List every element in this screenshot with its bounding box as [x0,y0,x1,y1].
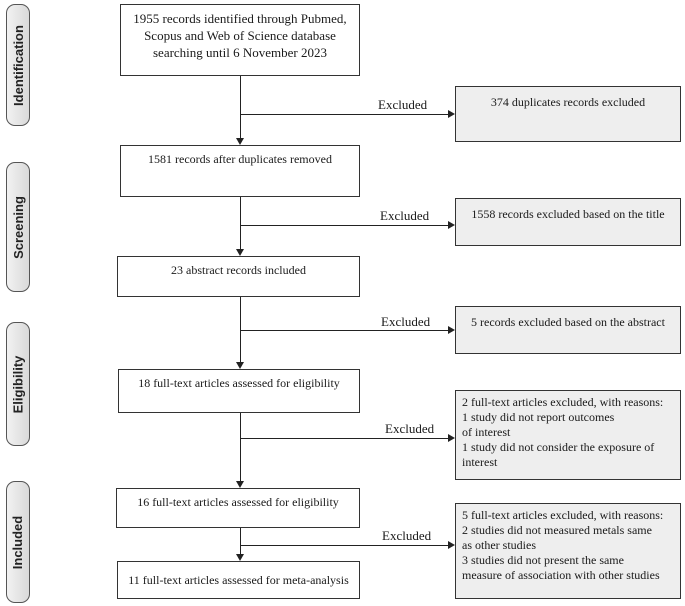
connector-down-3 [240,297,241,362]
connector-right-3 [240,330,448,331]
arrowhead-down-1 [236,138,244,145]
excluded-label-5: Excluded [382,528,432,543]
arrowhead-down-4 [236,481,244,488]
box-excluded-fulltext-2-line-1: 2 full-text articles excluded, with reas… [462,395,664,409]
stage-identification-label: Identification [10,24,26,106]
connector-right-5 [240,545,448,546]
arrowhead-right-2 [448,221,455,229]
connector-right-2 [240,225,448,226]
connector-down-5 [240,528,241,554]
box-abstract-records-text: 23 abstract records included [171,263,306,277]
connector-right-1 [240,114,448,115]
arrowhead-down-3 [236,362,244,369]
arrowhead-down-5 [236,554,244,561]
box-excluded-duplicates: 374 duplicates records excluded [455,86,681,142]
box-fulltext-16: 16 full-text articles assessed for eligi… [116,488,360,528]
arrowhead-right-5 [448,541,455,549]
box-records-identified-line-2: Scopus and Web of Science database [144,28,336,43]
stage-screening: Screening [6,162,30,292]
box-meta-analysis-text: 11 full-text articles assessed for meta-… [128,572,349,587]
arrowhead-right-3 [448,326,455,334]
box-records-identified: 1955 records identified through Pubmed, … [120,4,360,76]
connector-right-4 [240,438,448,439]
box-records-identified-line-1: 1955 records identified through Pubmed, [133,11,347,26]
box-fulltext-18: 18 full-text articles assessed for eligi… [118,369,360,413]
connector-down-4 [240,413,241,481]
arrowhead-down-2 [236,249,244,256]
excluded-label-2: Excluded [380,208,430,223]
stage-included-label: Included [10,515,26,569]
stage-eligibility: Eligibility [6,322,30,446]
box-excluded-fulltext-2-line-3: of interest [462,425,511,439]
stage-included: Included [6,481,30,603]
box-excluded-fulltext-5-line-5: measure of association with other studie… [462,568,660,582]
excluded-label-4: Excluded [385,421,435,436]
stage-identification: Identification [6,4,30,126]
excluded-label-1: Excluded [378,97,428,112]
box-excluded-fulltext-2: 2 full-text articles excluded, with reas… [455,390,681,480]
box-excluded-fulltext-5-line-3: as other studies [462,538,536,552]
box-excluded-fulltext-5-line-4: 3 studies did not present the same [462,553,624,567]
box-excluded-title: 1558 records excluded based on the title [455,198,681,246]
box-excluded-title-text: 1558 records excluded based on the title [471,207,665,221]
box-excluded-fulltext-5: 5 full-text articles excluded, with reas… [455,503,681,599]
box-excluded-fulltext-2-line-5: interest [462,455,498,469]
box-after-duplicates: 1581 records after duplicates removed [120,145,360,197]
box-excluded-duplicates-text: 374 duplicates records excluded [490,95,646,109]
excluded-label-3: Excluded [381,314,431,329]
box-excluded-fulltext-2-line-2: 1 study did not report outcomes [462,410,615,424]
box-abstract-records: 23 abstract records included [117,256,360,297]
box-meta-analysis: 11 full-text articles assessed for meta-… [117,561,360,599]
box-fulltext-18-text: 18 full-text articles assessed for eligi… [138,376,340,390]
box-excluded-abstract-text: 5 records excluded based on the abstract [471,315,665,329]
box-records-identified-line-3: searching until 6 November 2023 [152,45,327,60]
connector-down-2 [240,197,241,249]
stage-eligibility-label: Eligibility [10,355,26,413]
stage-screening-label: Screening [10,195,26,259]
box-excluded-fulltext-5-line-1: 5 full-text articles excluded, with reas… [462,508,664,522]
box-excluded-fulltext-5-line-2: 2 studies did not measured metals same [462,523,652,537]
arrowhead-right-1 [448,110,455,118]
box-after-duplicates-text: 1581 records after duplicates removed [148,152,332,166]
connector-down-1 [240,76,241,138]
box-excluded-abstract: 5 records excluded based on the abstract [455,306,681,354]
box-excluded-fulltext-2-line-4: 1 study did not consider the exposure of [462,440,655,454]
box-fulltext-16-text: 16 full-text articles assessed for eligi… [137,495,339,509]
arrowhead-right-4 [448,434,455,442]
